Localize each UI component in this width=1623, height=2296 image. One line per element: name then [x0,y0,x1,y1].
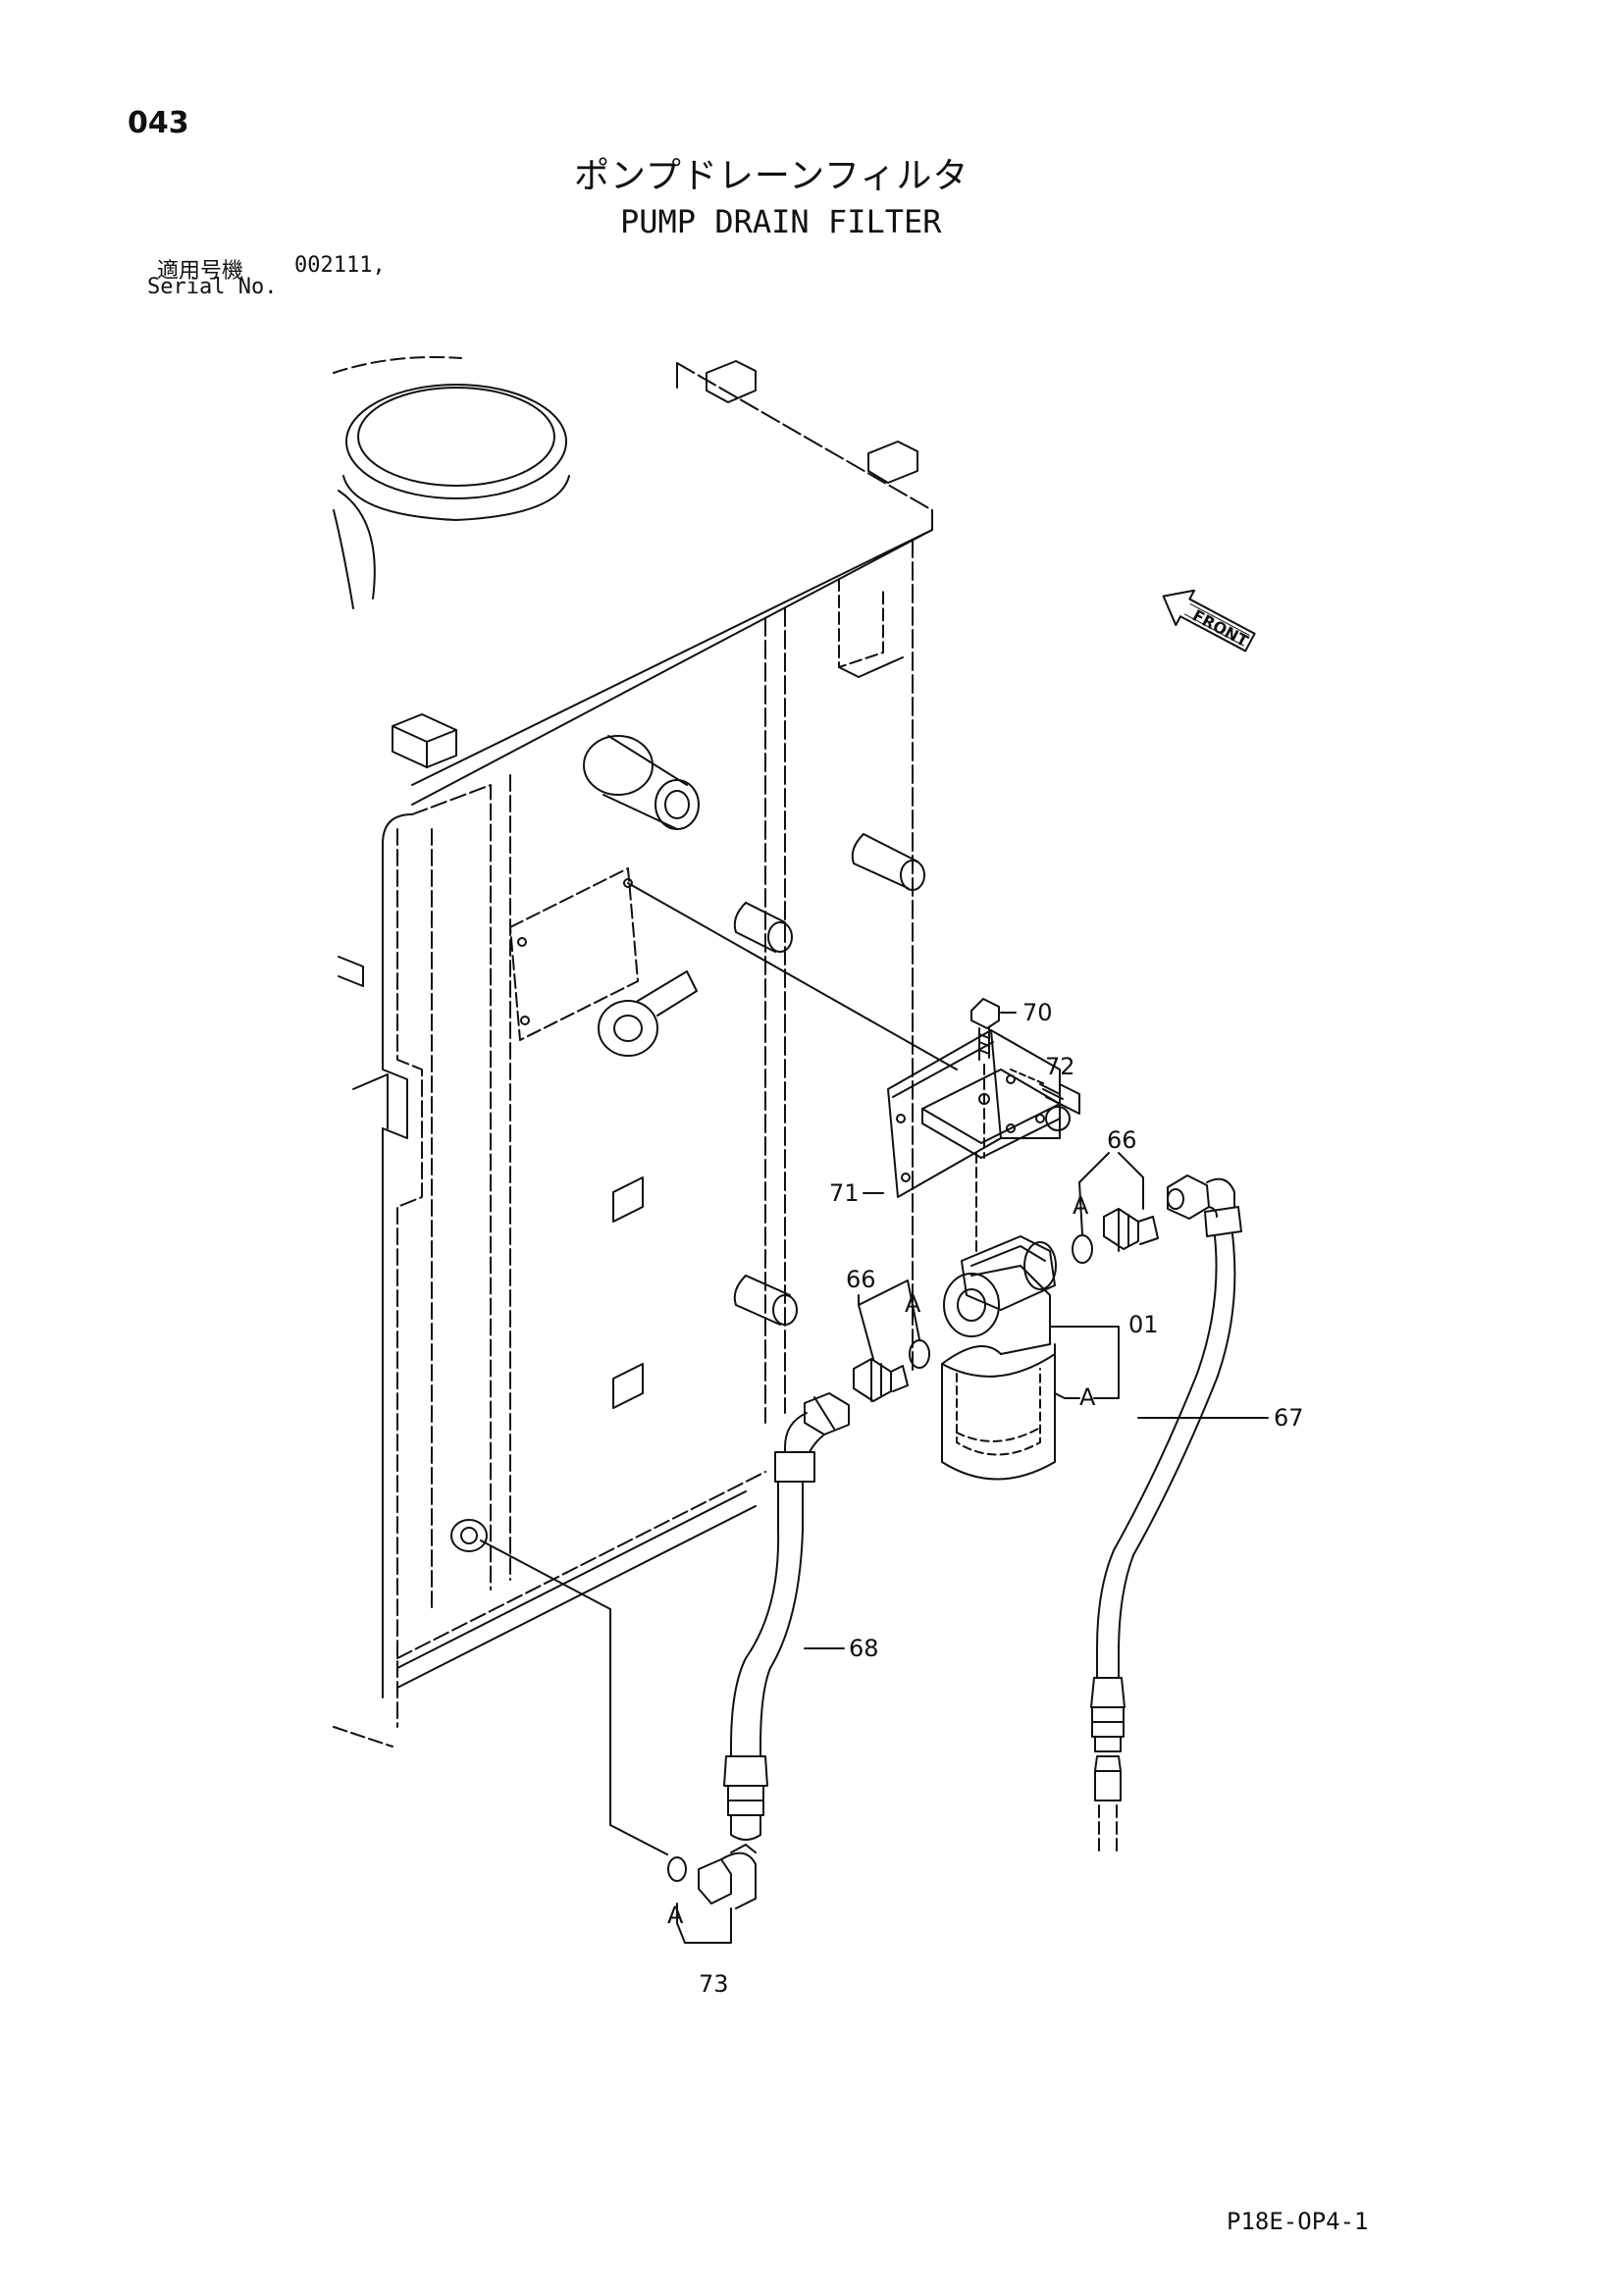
callout-68: 68 [849,1635,879,1662]
front-label: FRONT [1189,605,1251,651]
callout-a-left: A [905,1290,921,1318]
callout-73: 73 [699,1970,729,1998]
callout-66-right: 66 [1107,1126,1137,1154]
tank-top-edge [676,362,933,511]
front-arrow: FRONT [1162,589,1256,652]
left-outline [382,843,408,1698]
wall-tab-1 [612,1176,644,1223]
callout-71: 71 [829,1179,860,1207]
serial-value: 002111, [294,253,386,278]
title-japanese: ポンプドレーンフィルタ [574,156,969,196]
wall-tab-2 [612,1363,644,1409]
callout-01: 01 [1128,1311,1159,1338]
leader-drain [480,1539,668,1855]
callout-leaders [676,1012,1269,1944]
page-number: 043 [128,106,189,140]
hose-68 [723,1392,850,1841]
fitting-66-left [853,1339,930,1402]
callout-67: 67 [1274,1404,1304,1432]
callout-labels: 70 72 66 71 66 01 67 68 73 A A A A [667,999,1304,1998]
serial-label-english: Serial No. [147,275,278,299]
callout-a-filter: A [1079,1383,1096,1411]
round-boss [598,1000,658,1057]
wall-pin-3 [772,1294,798,1326]
callout-a-elbow: A [667,1902,684,1929]
wall-mount-plate [509,867,639,1041]
top-block-1 [706,360,757,403]
filter-01 [941,1235,1057,1481]
hose-67 [1090,1174,1242,1855]
top-left-block [392,713,457,768]
drain-port [450,1519,488,1552]
elbow-73 [667,1844,757,1909]
leader-mount [627,882,958,1070]
bracket-71 [887,1029,1061,1257]
title-english: PUMP DRAIN FILTER [620,203,942,240]
bolt-72 [1010,1069,1080,1131]
tank-cap-outer [345,384,567,499]
side-tab [338,956,364,987]
wall-pin-2 [900,860,925,891]
callout-72: 72 [1045,1053,1075,1080]
tank-cap-rim [342,475,570,521]
callout-70: 70 [1022,999,1053,1026]
document-code: P18E-OP4-1 [1227,2208,1369,2235]
callout-a-right: A [1073,1192,1089,1220]
tank-body [333,356,933,1748]
top-port [583,735,654,796]
top-block-2 [867,441,918,484]
wall-pin-1 [767,921,793,953]
callout-66-left: 66 [846,1266,876,1293]
tank-cap-inner [357,387,555,487]
serial-label-japanese: 適用号機 [157,259,244,284]
